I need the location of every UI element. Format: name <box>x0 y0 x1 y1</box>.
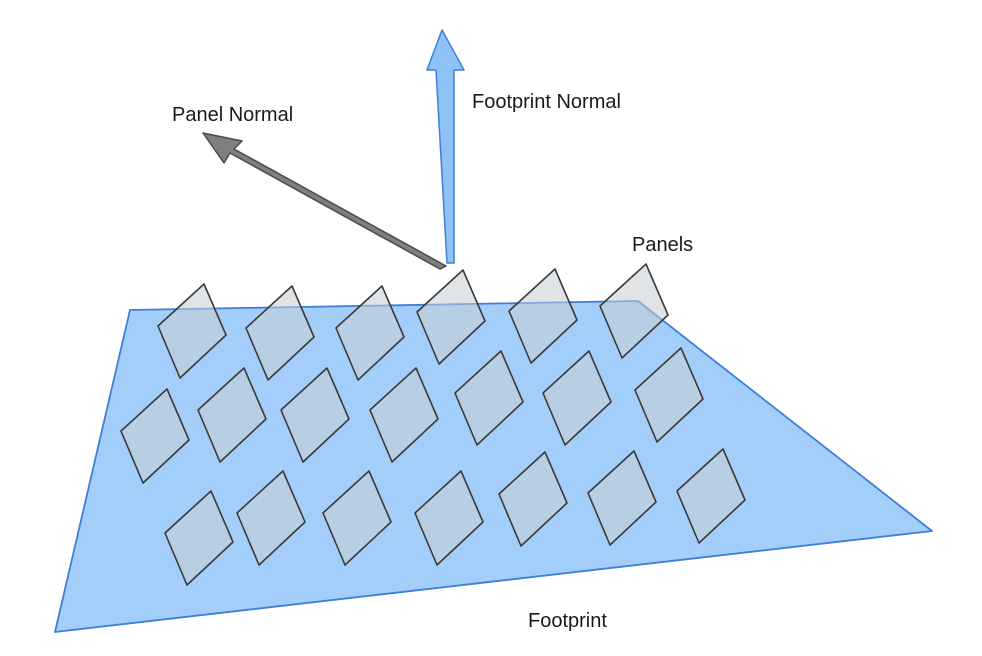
panel <box>245 285 315 381</box>
panel <box>498 451 568 547</box>
panel <box>197 367 267 463</box>
panel <box>164 490 234 586</box>
panel <box>508 268 578 364</box>
footprint-label: Footprint <box>528 610 607 632</box>
panel <box>454 350 524 446</box>
panel <box>416 269 486 365</box>
panels-label: Panels <box>632 234 693 256</box>
panel <box>587 450 657 546</box>
panel <box>414 470 484 566</box>
panel <box>322 470 392 566</box>
panel <box>369 367 439 463</box>
footprint-normal-arrow <box>426 29 465 264</box>
panel-normal-label: Panel Normal <box>172 104 293 126</box>
panel <box>676 448 746 544</box>
panel <box>335 285 405 381</box>
panel <box>280 367 350 463</box>
panel <box>120 388 190 484</box>
panel <box>634 347 704 443</box>
panel <box>236 470 306 566</box>
panel <box>542 350 612 446</box>
panel <box>599 263 669 359</box>
footprint-normal-label: Footprint Normal <box>472 91 621 113</box>
panel-normal-arrow <box>202 132 447 270</box>
panels-group <box>120 263 746 586</box>
panel <box>157 283 227 379</box>
